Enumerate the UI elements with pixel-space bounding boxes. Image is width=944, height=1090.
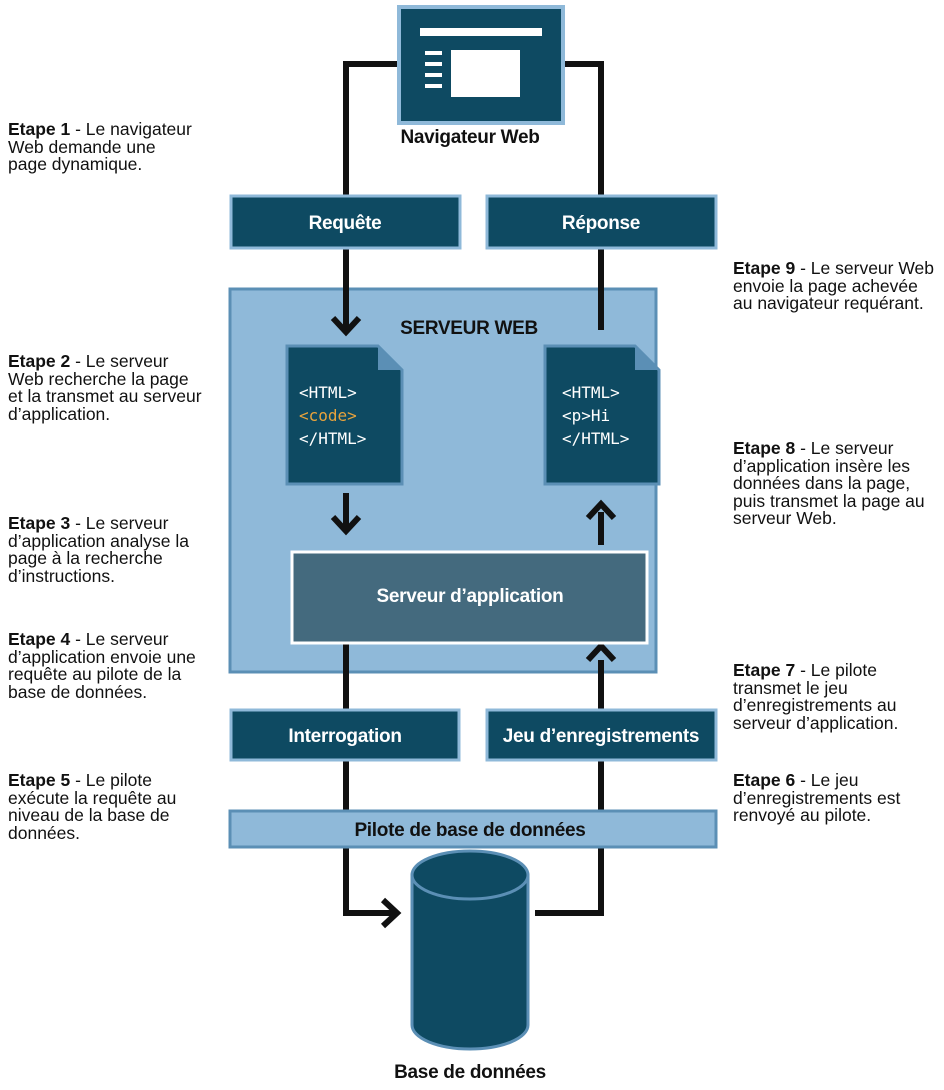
arrowhead-down-icon (330, 514, 362, 536)
connector-lines (343, 61, 604, 916)
response-box (485, 194, 718, 250)
request-box (229, 194, 462, 250)
line-db-to-driver (535, 846, 604, 916)
driver-label: Pilote de base de données (354, 820, 585, 841)
step-2: Etape 2 - Le serveur Web recherche la pa… (8, 351, 202, 424)
app-server-label: Serveur d’application (377, 586, 564, 607)
database-label: Base de données (394, 1062, 546, 1083)
step-7: Etape 7 - Le pilote transmet le jeu d’en… (733, 660, 899, 733)
response-label: Réponse (562, 213, 640, 234)
doc-left-line-3: </HTML> (299, 429, 366, 448)
database-icon (410, 849, 530, 1051)
step-1: Etape 1 - Le navigateur Web demande une … (8, 119, 192, 174)
arrowhead-up-icon (585, 499, 617, 521)
doc-right-line-1: <HTML> (562, 383, 620, 402)
step-5: Etape 5 - Le pilote exécute la requête a… (8, 770, 177, 843)
recordset-label: Jeu d’enregistrements (503, 726, 699, 747)
browser-icon (397, 5, 565, 125)
step-8: Etape 8 - Le serveur d’application insèr… (733, 438, 925, 528)
app-server-box (290, 550, 649, 645)
document-icon-right: <HTML> <p>Hi </HTML> (543, 344, 661, 486)
recordset-box (485, 708, 718, 762)
doc-right-line-3: </HTML> (562, 429, 629, 448)
doc-left-line-1: <HTML> (299, 383, 357, 402)
query-box (229, 708, 461, 762)
arrowhead-up-icon (585, 641, 617, 663)
step-4: Etape 4 - Le serveur d’application envoi… (8, 629, 196, 702)
line-response-to-browser (563, 61, 604, 196)
browser-label: Navigateur Web (400, 127, 539, 148)
step-6: Etape 6 - Le jeu d’enregistrements est r… (733, 770, 901, 825)
line-driver-to-db (343, 846, 398, 916)
arrow-heads (330, 48, 617, 929)
doc-right-line-2: <p>Hi (562, 406, 610, 425)
document-icon-left: <HTML> <code> </HTML> (285, 344, 404, 486)
doc-left-line-2: <code> (299, 406, 357, 425)
request-label: Requête (309, 213, 382, 234)
line-browser-to-request (343, 61, 399, 196)
arrowhead-down-icon (330, 315, 362, 337)
query-label: Interrogation (288, 726, 401, 747)
step-9: Etape 9 - Le serveur Web envoie la page … (733, 258, 935, 313)
step-3: Etape 3 - Le serveur d’application analy… (8, 513, 189, 586)
driver-bar (228, 809, 718, 849)
web-server-label: SERVEUR WEB (400, 318, 538, 339)
arrowhead-right-icon (380, 897, 402, 929)
